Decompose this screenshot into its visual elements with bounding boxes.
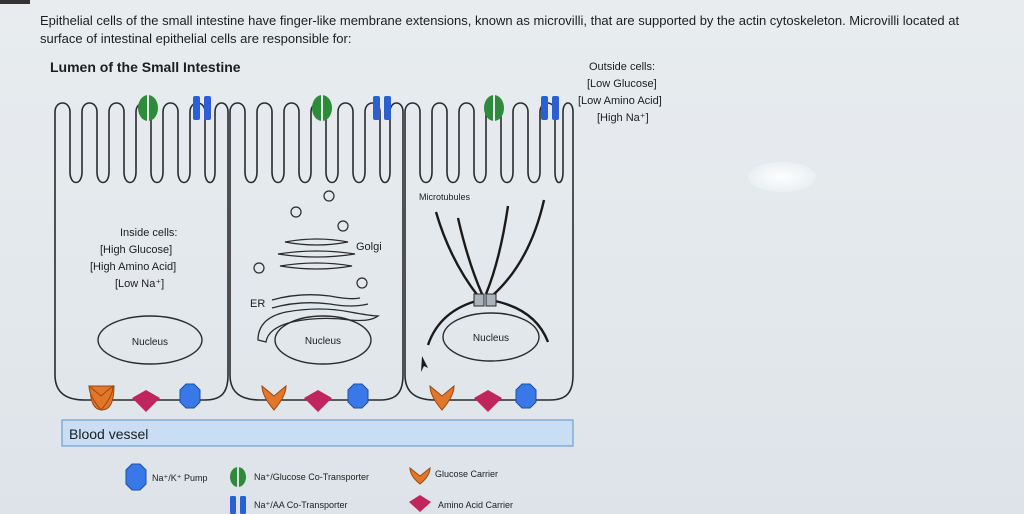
outside-title: Outside cells:: [589, 61, 655, 73]
na-k-pump-icon: [515, 383, 537, 409]
microtubules-label: Microtubules: [419, 192, 471, 202]
cell-1: Inside cells: [High Glucose] [High Amino…: [54, 102, 229, 401]
outside-cells-text: Outside cells: [Low Glucose] [Low Amino …: [578, 61, 662, 124]
microtubules: [426, 199, 550, 346]
legend: Na⁺/K⁺ Pump Na⁺/Glucose Co-Transporter G…: [125, 463, 513, 514]
golgi-label: Golgi: [356, 241, 382, 253]
outside-glucose: [Low Glucose]: [587, 78, 657, 90]
vesicle: [253, 262, 265, 274]
nucleus-1-label: Nucleus: [132, 337, 168, 348]
glucose-carrier-icon: [261, 384, 287, 411]
na-aa-cotransporter-icon: [541, 96, 559, 120]
legend-aa-cotransporter-icon: [230, 496, 246, 514]
na-glucose-cotransporter-icon: [484, 95, 504, 121]
legend-glucose-carrier-icon: [409, 466, 431, 485]
amino-acid-carrier-icon: [132, 390, 160, 412]
inside-cells-text: Inside cells: [High Glucose] [High Amino…: [90, 227, 177, 290]
question-text: Epithelial cells of the small intestine …: [40, 12, 1024, 48]
question-line-1: Epithelial cells of the small intestine …: [40, 13, 960, 28]
na-k-pump-icon: [347, 383, 369, 409]
nucleus-1: [97, 315, 203, 365]
basolateral-carriers: [88, 383, 537, 412]
top-bar: [0, 0, 30, 4]
lumen-label: Lumen of the Small Intestine: [50, 59, 241, 75]
outside-amino: [Low Amino Acid]: [578, 95, 662, 107]
legend-glucose-cotransporter-label: Na⁺/Glucose Co-Transporter: [254, 472, 369, 482]
er-label: ER: [250, 298, 265, 310]
amino-acid-carrier-icon: [474, 390, 502, 412]
screen-glare: [748, 162, 816, 192]
glucose-carrier-icon: [429, 384, 455, 411]
centriole: [485, 293, 497, 307]
question-line-2: surface of intestinal epithelial cells a…: [40, 31, 352, 46]
na-k-pump-icon: [179, 383, 201, 409]
inside-title: Inside cells:: [120, 227, 177, 239]
vesicle: [323, 190, 335, 202]
vesicle: [356, 277, 368, 289]
centriole: [473, 293, 485, 307]
apical-transporters: [138, 95, 559, 121]
inside-glucose: [High Glucose]: [100, 244, 172, 256]
legend-amino-carrier-label: Amino Acid Carrier: [438, 500, 513, 510]
na-glucose-cotransporter-icon: [138, 95, 158, 121]
inside-amino: [High Amino Acid]: [90, 261, 176, 273]
na-aa-cotransporter-icon: [193, 96, 211, 120]
legend-aa-cotransporter-label: Na⁺/AA Co-Transporter: [254, 500, 347, 510]
nucleus-3: [442, 312, 540, 362]
golgi-apparatus: [277, 238, 356, 270]
legend-pump-icon: [125, 463, 147, 491]
legend-amino-carrier-icon: [409, 495, 431, 512]
na-aa-cotransporter-icon: [373, 96, 391, 120]
mouse-cursor-icon: [421, 356, 428, 372]
glucose-carrier-icon: [88, 384, 114, 411]
inside-sodium: [Low Na⁺]: [115, 278, 164, 290]
blood-vessel: [61, 419, 574, 447]
amino-acid-carrier-icon: [304, 390, 332, 412]
na-glucose-cotransporter-icon: [312, 95, 332, 121]
nucleus-3-label: Nucleus: [473, 333, 509, 344]
legend-glucose-cotransporter-icon: [230, 467, 246, 487]
nucleus-2-label: Nucleus: [305, 336, 341, 347]
vesicle: [290, 206, 302, 218]
legend-pump-label: Na⁺/K⁺ Pump: [152, 473, 208, 483]
vesicle: [337, 220, 349, 232]
cell-2: Golgi ER Nucleus: [229, 102, 404, 401]
legend-glucose-carrier-label: Glucose Carrier: [435, 469, 498, 479]
blood-vessel-label: Blood vessel: [69, 426, 148, 442]
nucleus-2: [274, 315, 372, 365]
cell-3: Microtubules Nucleus: [404, 102, 574, 401]
outside-sodium: [High Na⁺]: [597, 112, 649, 124]
